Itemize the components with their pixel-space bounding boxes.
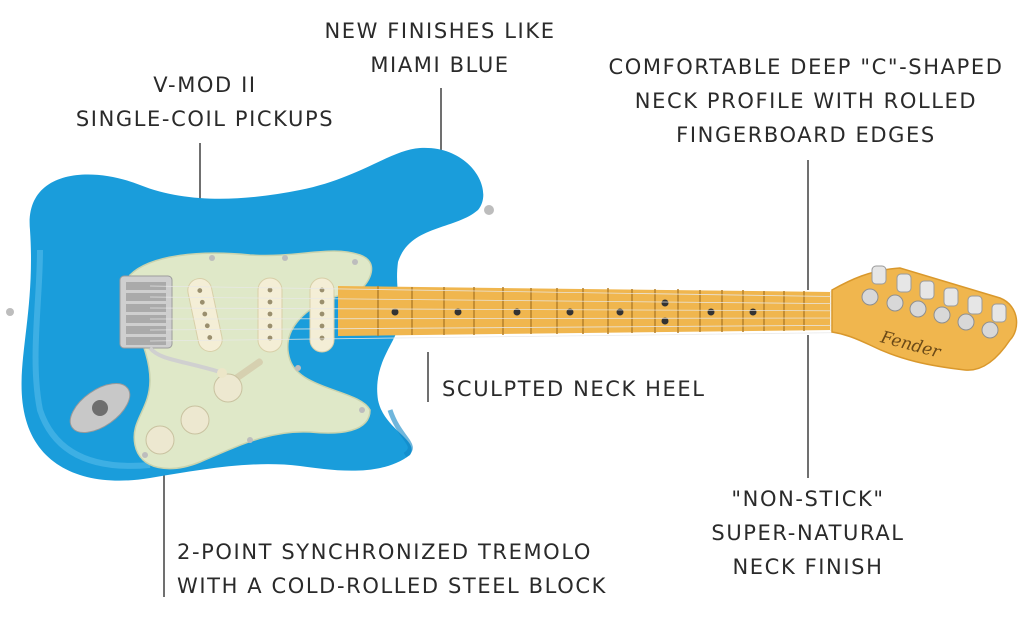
- callout-pickups-line2: SINGLE-COIL PICKUPS: [75, 107, 335, 131]
- callout-finishes-line1: NEW FINISHES LIKE: [324, 19, 556, 43]
- callout-tremolo: 2-POINT SYNCHRONIZED TREMOLO WITH A COLD…: [177, 535, 607, 603]
- callout-neck-profile-line3: FINGERBOARD EDGES: [676, 123, 936, 147]
- callout-neck-profile: COMFORTABLE DEEP "C"-SHAPED NECK PROFILE…: [600, 50, 1012, 152]
- callout-finishes-line2: MIAMI BLUE: [370, 53, 510, 77]
- callout-pickups-line1: V-MOD II: [153, 73, 257, 97]
- callout-tremolo-line1: 2-POINT SYNCHRONIZED TREMOLO: [177, 540, 592, 564]
- headstock: [831, 265, 1018, 371]
- callout-neck-heel-line1: SCULPTED NECK HEEL: [442, 377, 706, 401]
- callout-tremolo-line2: WITH A COLD-ROLLED STEEL BLOCK: [177, 574, 607, 598]
- pickups: [187, 277, 335, 353]
- callout-neck-finish-line2: SUPER-NATURAL: [711, 521, 905, 545]
- callout-neck-finish-line3: NECK FINISH: [732, 555, 884, 579]
- guitar-neck: [149, 285, 891, 342]
- callout-neck-profile-line1: COMFORTABLE DEEP "C"-SHAPED: [608, 55, 1004, 79]
- callout-finishes: NEW FINISHES LIKE MIAMI BLUE: [300, 14, 580, 82]
- callout-neck-profile-line2: NECK PROFILE WITH ROLLED: [634, 89, 978, 113]
- output-jack: [69, 383, 131, 433]
- controls: [145, 358, 263, 455]
- callout-neck-finish-line1: "NON-STICK": [731, 487, 885, 511]
- callout-neck-heel: SCULPTED NECK HEEL: [442, 372, 706, 406]
- callout-pickups: V-MOD II SINGLE-COIL PICKUPS: [55, 68, 355, 136]
- callout-neck-finish: "NON-STICK" SUPER-NATURAL NECK FINISH: [680, 482, 936, 584]
